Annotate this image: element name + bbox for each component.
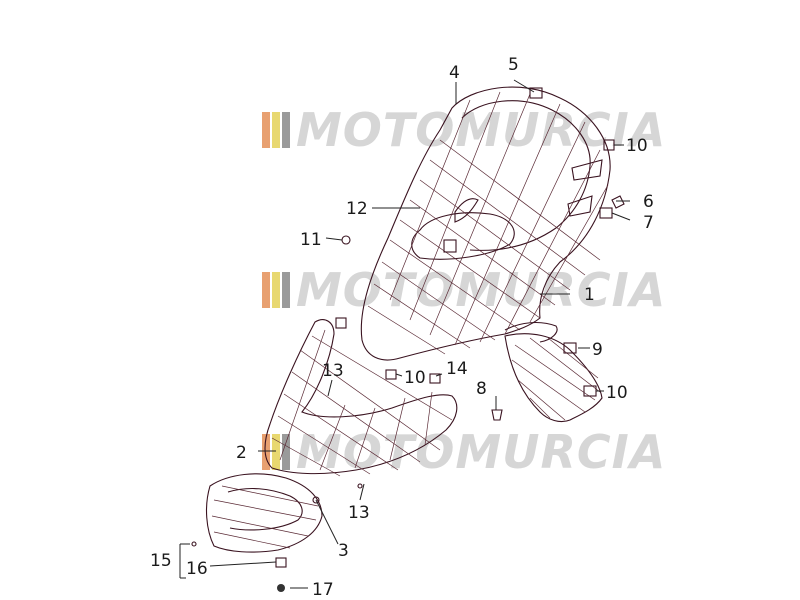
screw-6: [611, 195, 625, 209]
watermark-bottom: MOTOMURCIA: [262, 425, 665, 479]
callout-10-right: 10: [606, 383, 628, 403]
callout-6: 6: [643, 192, 654, 212]
hardware-parts: [191, 87, 625, 592]
callout-10-top: 10: [626, 136, 648, 156]
watermark-top: MOTOMURCIA: [262, 103, 666, 157]
callout-12: 12: [346, 199, 368, 219]
callout-7: 7: [643, 213, 654, 233]
callout-11: 11: [300, 230, 322, 250]
watermark-text: MOTOMURCIA: [296, 263, 666, 317]
callout-2: 2: [236, 443, 247, 463]
front-shield-part: [360, 86, 611, 361]
lower-front-panel-part: [264, 319, 458, 477]
screw-13: [357, 483, 363, 489]
leader-lines: [179, 79, 631, 589]
watermark-middle: MOTOMURCIA: [262, 263, 666, 317]
wm-stripe: [282, 112, 290, 148]
screw-11: [341, 235, 351, 245]
wm-stripe: [282, 272, 290, 308]
wm-stripe: [262, 434, 270, 470]
side-panel-part: [504, 333, 603, 423]
wm-stripe: [262, 112, 270, 148]
wm-stripe: [272, 272, 280, 308]
clip-9: [563, 342, 577, 354]
screw-8: [491, 409, 503, 421]
callout-17: 17: [312, 580, 334, 600]
callout-10-mid: 10: [404, 368, 426, 388]
callout-8: 8: [476, 379, 487, 399]
screw-3: [312, 496, 320, 504]
callouts: 1 2 3 4 5 6 7 8 9 10 10 10 11 12 13 13 1…: [150, 55, 654, 600]
callout-1: 1: [584, 285, 595, 305]
wm-stripe: [272, 112, 280, 148]
wm-stripe: [282, 434, 290, 470]
callout-4: 4: [449, 63, 460, 83]
clip-14: [429, 373, 441, 384]
screw-17: [277, 584, 285, 592]
clip-left: [335, 317, 347, 329]
callout-15: 15: [150, 551, 172, 571]
clip-12: [443, 239, 457, 253]
clip-10-mid: [385, 369, 397, 380]
watermark-text: MOTOMURCIA: [296, 103, 666, 157]
clip-16: [275, 557, 287, 568]
screw-15: [191, 541, 197, 547]
callout-14: 14: [446, 359, 468, 379]
clip-5: [529, 87, 543, 99]
callout-13-upper: 13: [322, 361, 344, 381]
callout-3: 3: [338, 541, 349, 561]
callout-13-lower: 13: [348, 503, 370, 523]
callout-5: 5: [508, 55, 519, 75]
callout-16: 16: [186, 559, 208, 579]
nose-piece-part: [205, 473, 323, 553]
callout-9: 9: [592, 340, 603, 360]
wm-stripe: [262, 272, 270, 308]
wm-stripe: [272, 434, 280, 470]
clip-7: [599, 207, 613, 219]
